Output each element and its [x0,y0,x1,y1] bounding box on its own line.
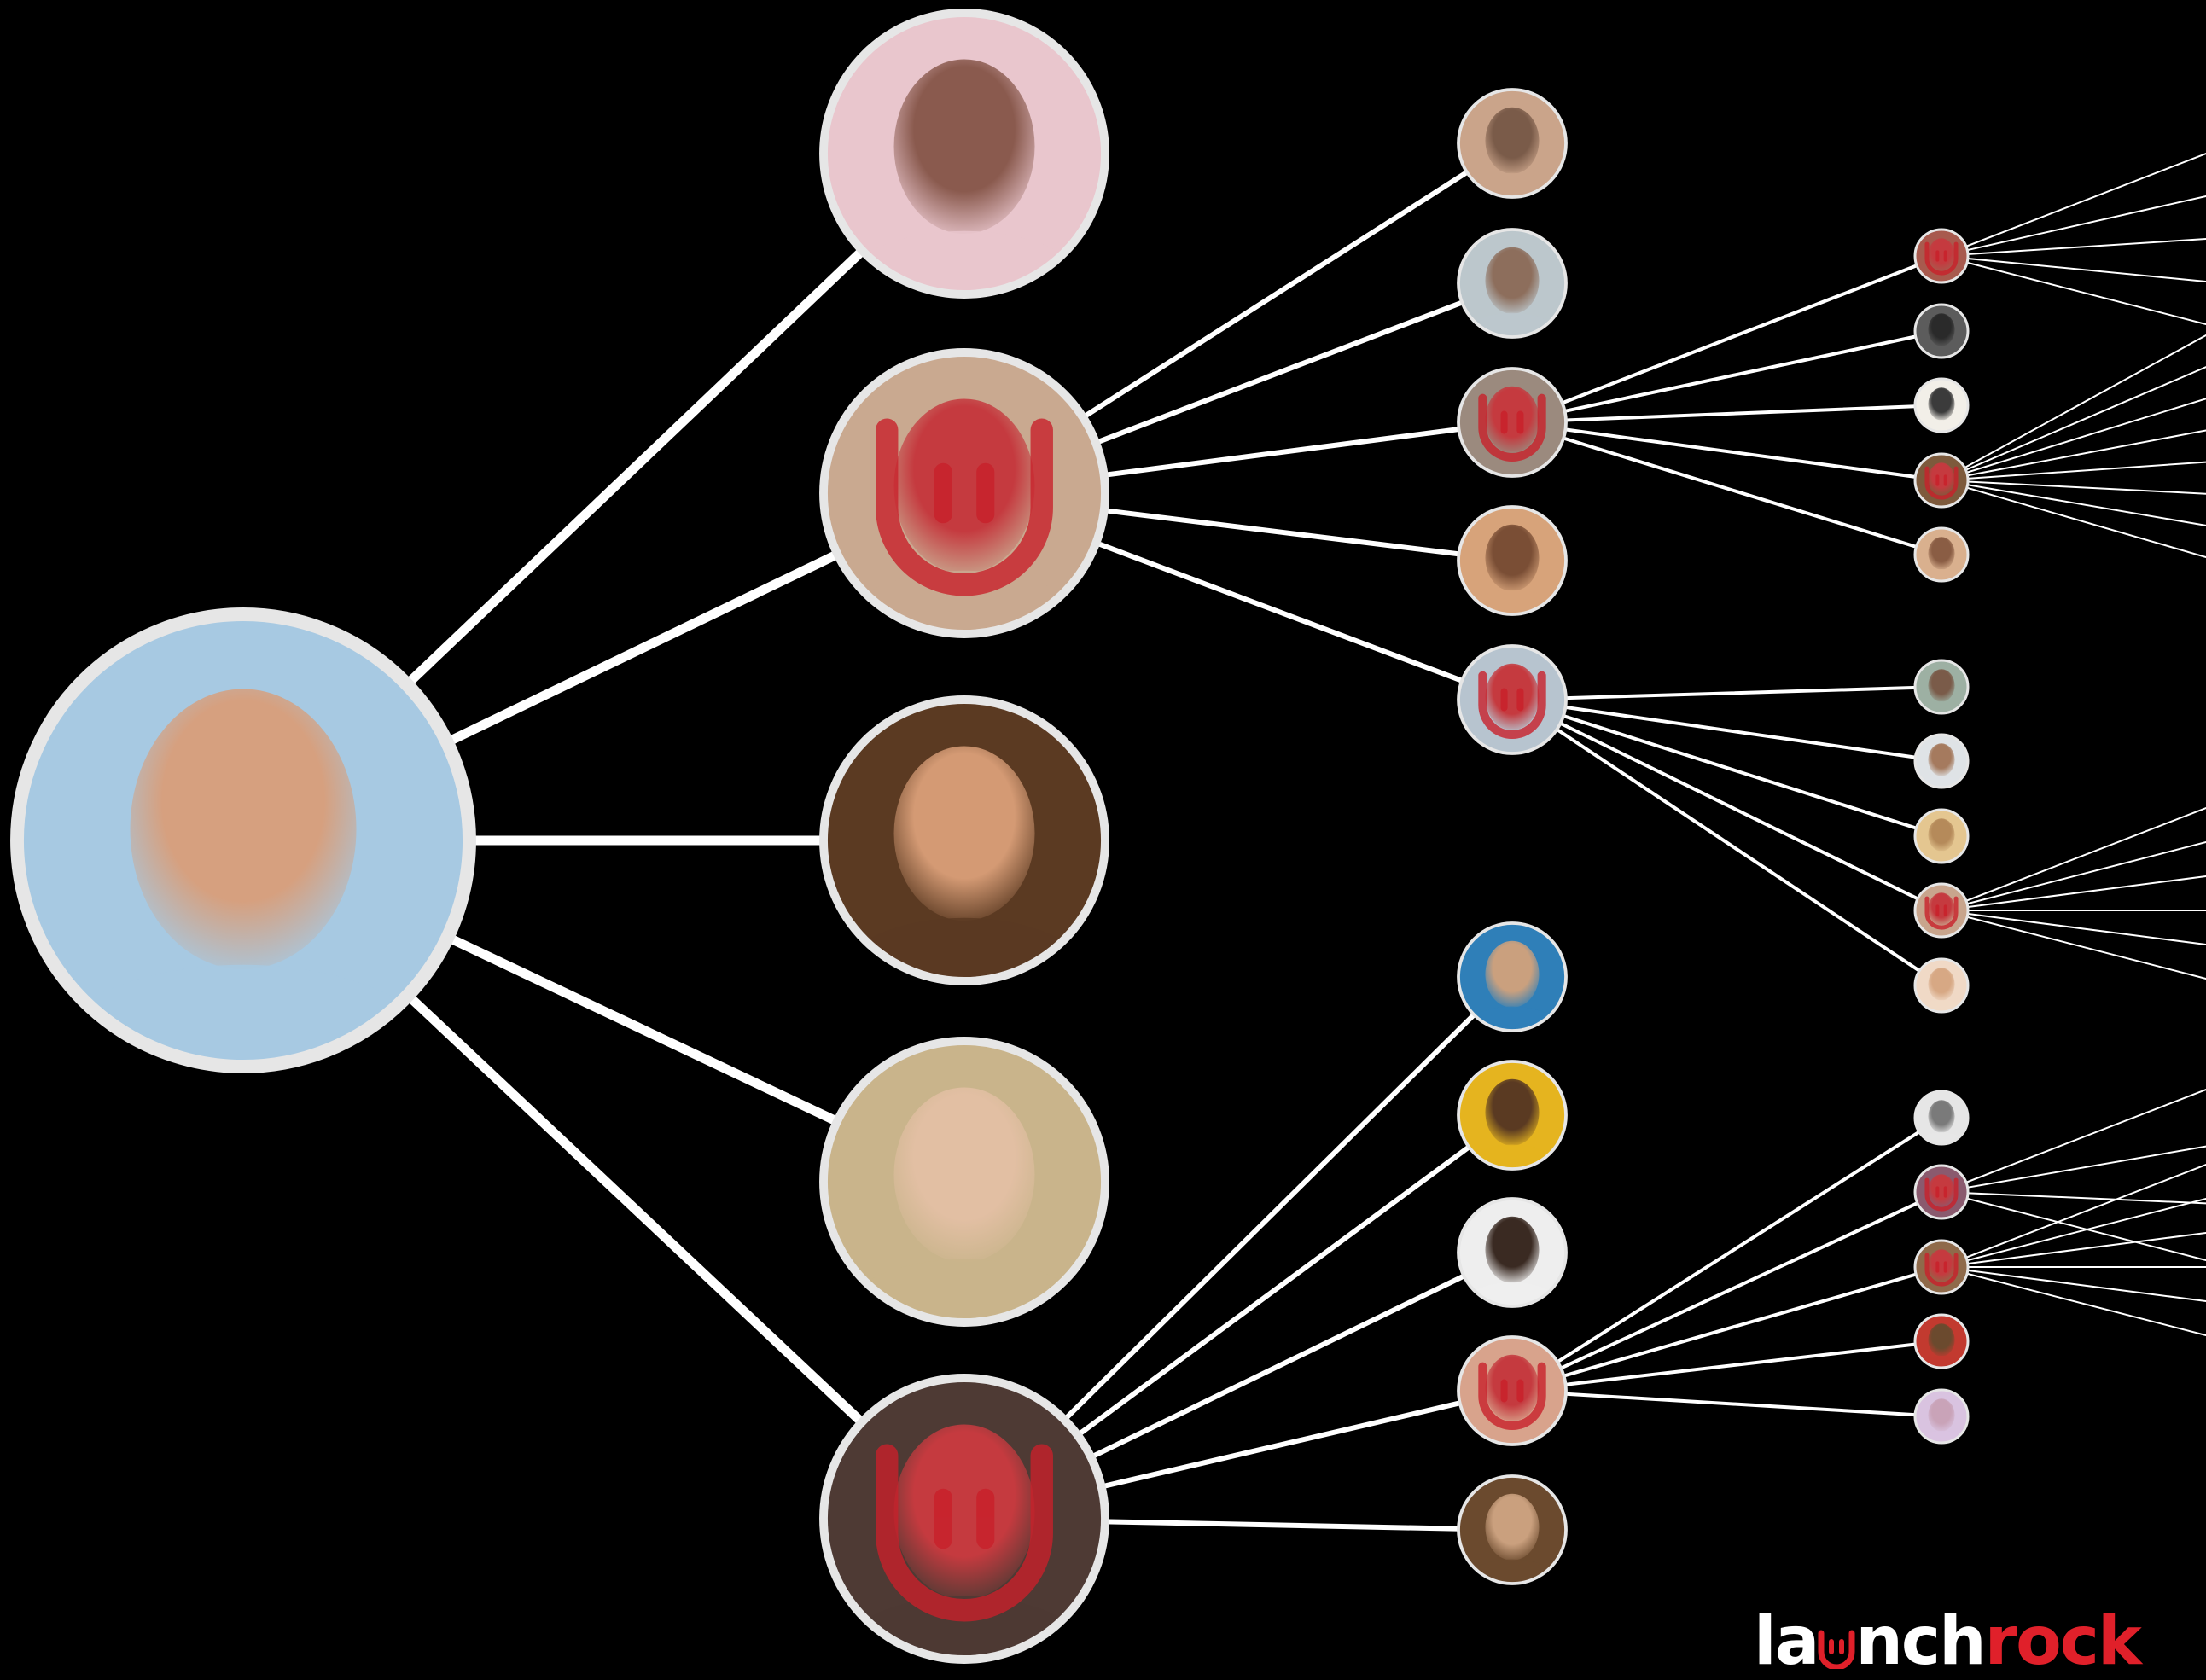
avatar-man-glasses-icon [10,607,476,1073]
connector-line [1510,698,1943,987]
fanout-line [1941,480,2206,526]
avatar-small-launchrock-icon [1913,882,1970,939]
avatar-woman-blonde-glasses-icon [819,1037,1109,1327]
logo-text-la: la [1754,1603,1819,1680]
fanout-line [1941,153,2206,257]
avatar-man-smiling-icon [1457,505,1568,616]
fanout-line [1941,480,2206,495]
connector-line [1510,698,1943,912]
fanout-line [1941,195,2206,257]
avatar-woman-launchrock-overlay-icon [819,348,1109,638]
avatar-man-launchrock-overlay-icon [1457,644,1568,755]
avatar-small-man-icon [1913,303,1970,359]
connector-line [1510,404,1943,424]
fanout-line [1941,429,2206,481]
fanout-line [1941,1266,2206,1336]
avatar-launchrock-overlay-icon [1457,1335,1568,1446]
avatar-man-launchrock-overlay-icon [1457,367,1568,478]
avatar-man-white-bg-icon [1457,1197,1568,1308]
avatar-small-woman-icon [1913,957,1970,1014]
connector-line [1510,1340,1943,1392]
connector-line [1510,421,1943,556]
fanout-line [1941,1266,2206,1302]
avatar-small-man-icon [1913,659,1970,715]
connector-line [1510,685,1943,701]
avatar-small-cartoon-icon [1913,377,1970,433]
avatar-woman-launchrock-overlay-icon [819,1374,1109,1664]
logo-text-nch: nch [1855,1603,1986,1680]
launchrock-hand-icon [1818,1630,1855,1671]
fanout-line [1941,238,2206,257]
connector-line [1510,698,1943,763]
avatar-small-man-icon [1913,1313,1970,1369]
fanout-line [1941,255,2206,325]
fanout-line [1941,480,2206,558]
fanout-line [1941,255,2206,282]
avatar-small-woman-icon [1913,808,1970,864]
avatar-woman-curly-hair-icon [819,695,1109,985]
fanout-line [1941,841,2206,911]
fanout-line [1941,1089,2206,1193]
avatar-man-cap-icon [1457,228,1568,339]
fanout-line [1941,461,2206,481]
fanout-line [1941,910,2206,980]
connector-line [1510,1116,1943,1392]
fanout-line [1941,1145,2206,1193]
avatar-nodes [10,9,1970,1664]
avatar-small-launchrock-icon [1913,1239,1970,1295]
connector-lines [238,141,2206,1532]
fanout-line [1941,875,2206,911]
avatar-man-blue-bg-icon [1457,921,1568,1032]
fanout-line [1941,366,2206,481]
avatar-small-man-icon [1913,526,1970,583]
connector-line [1510,421,1943,482]
avatar-man-blond-icon [1457,1474,1568,1585]
fanout-line [1941,1191,2206,1261]
avatar-small-woman-icon [1913,1388,1970,1445]
fanout-line [1941,1232,2206,1268]
connector-line [1510,1190,1943,1392]
avatar-man-with-cat-icon [1457,88,1568,199]
connector-line [1510,254,1943,424]
fanout-line [1941,807,2206,911]
avatar-man-glasses-pink-bg-icon [819,9,1109,299]
fanout-line [1941,1198,2206,1268]
connector-line [1510,1389,1943,1418]
fanout-line [1941,398,2206,481]
connector-line [1510,1265,1943,1392]
logo-text-rock: rock [1984,1603,2142,1680]
fanout-line [1941,1191,2206,1205]
connector-line [1510,329,1943,424]
avatar-man-yellow-bg-icon [1457,1060,1568,1171]
avatar-small-man-icon [1913,733,1970,789]
fanout-line [1941,910,2206,945]
connector-line [1510,698,1943,838]
fanout-line [1941,334,2206,481]
avatar-small-launchrock-icon [1913,452,1970,509]
avatar-small-launchrock-icon [1913,1164,1970,1220]
fanout-line [1941,1164,2206,1268]
avatar-small-woman-icon [1913,1090,1970,1146]
avatar-small-launchrock-icon [1913,228,1970,284]
